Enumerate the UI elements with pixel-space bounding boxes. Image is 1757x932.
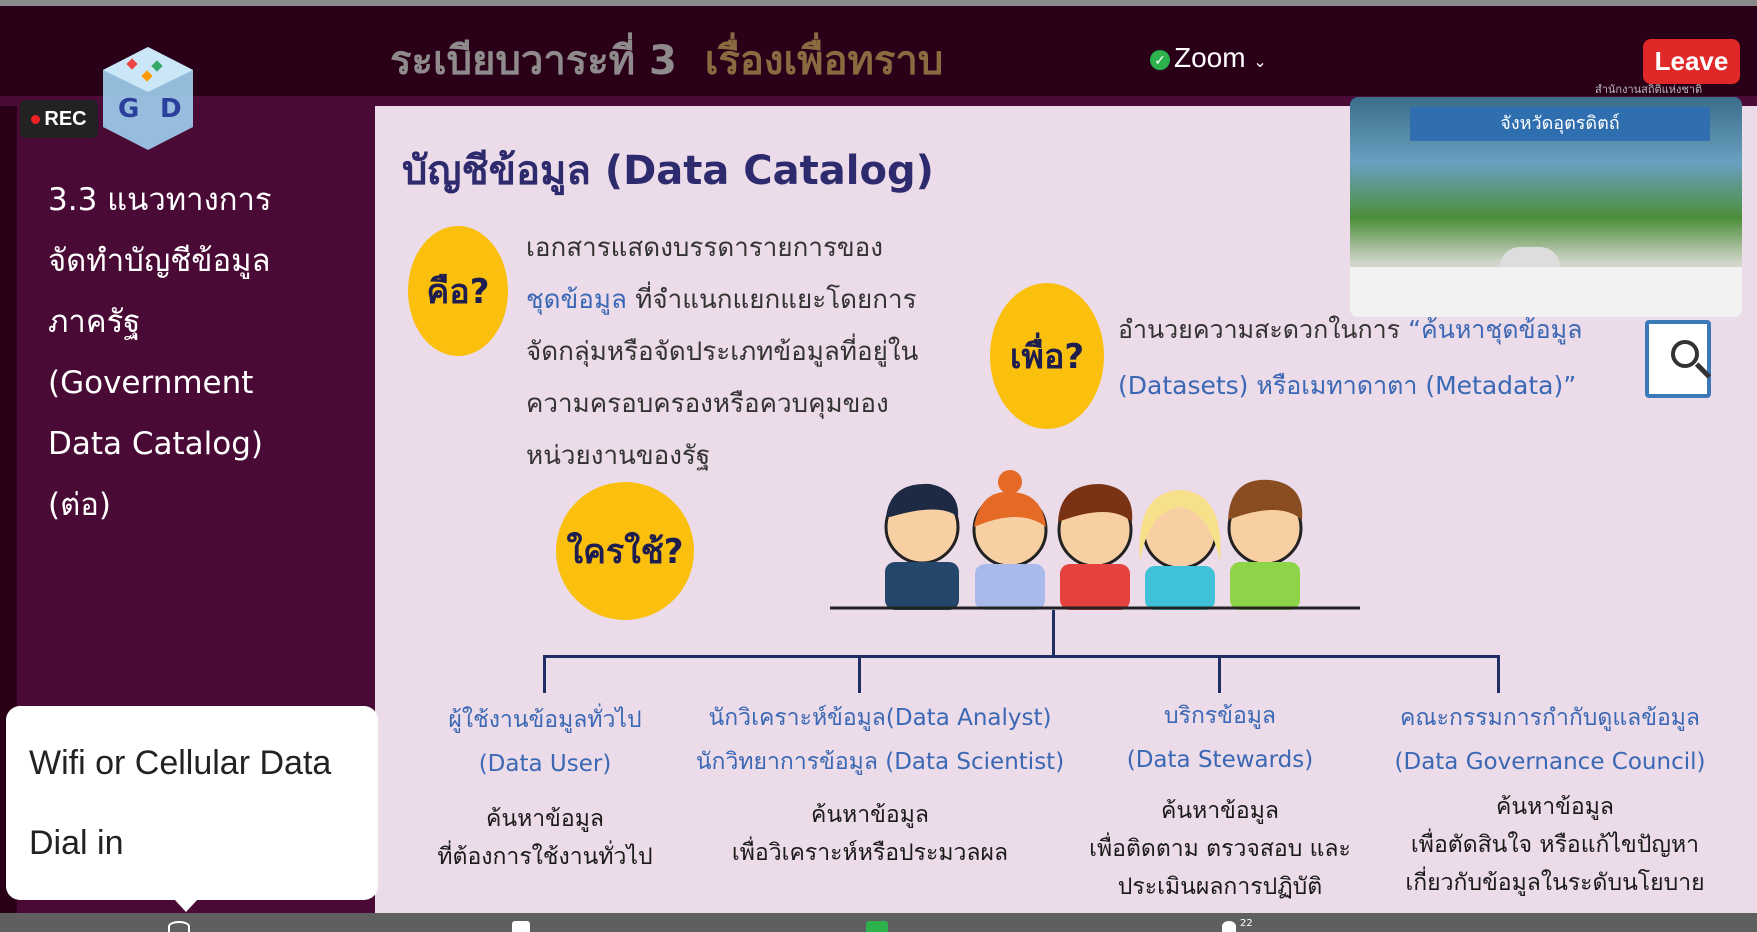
definition-line: ชุดข้อมูล ที่จำแนกแยกแยะโดยการ [526, 274, 918, 326]
definition-line: หน่วยงานของรัฐ [526, 441, 711, 471]
window-top-strip [0, 0, 1757, 6]
user-type-data-analyst: นักวิเคราะห์ข้อมูล(Data Analyst) นักวิทยา… [680, 696, 1080, 784]
user-type-desc: ค้นหาข้อมูลเพื่อตัดสินใจ หรือแก้ไขปัญหาเ… [1390, 788, 1720, 902]
desc-line: เพื่อติดตาม ตรวจสอบ และ [1089, 836, 1351, 862]
person-icon [884, 483, 960, 610]
desc-line: เพื่อตัดสินใจ หรือแก้ไขปัญหา [1410, 832, 1700, 858]
section-title: 3.3 แนวทางการ จัดทำบัญชีข้อมูล ภาครัฐ (G… [48, 170, 368, 536]
recording-indicator: REC [20, 100, 98, 138]
who-bubble: ใครใช้? [556, 482, 694, 620]
section-line: 3.3 แนวทางการ [48, 182, 272, 218]
menu-item-wifi-cellular[interactable]: Wifi or Cellular Data [29, 744, 332, 782]
user-type-name: คณะกรรมการกำกับดูแลข้อมูล [1399, 705, 1701, 731]
definition-line-text: ที่จำแนกแยกแยะโดยการ [635, 285, 917, 315]
desc-line: ประเมินผลการปฏิบัติ [1117, 874, 1323, 900]
menu-item-dial-in[interactable]: Dial in [29, 824, 124, 862]
person-icon [1057, 484, 1133, 610]
user-type-name: บริกรข้อมูล [1163, 703, 1277, 729]
user-type-desc: ค้นหาข้อมูลเพื่อวิเคราะห์หรือประมวลผล [700, 796, 1040, 872]
audio-connection-menu: Wifi or Cellular Data Dial in [6, 706, 378, 912]
popup-pointer [174, 899, 198, 912]
agenda-topic: เรื่องเพื่อทราบ [704, 38, 944, 84]
tree-connector [543, 655, 1500, 658]
user-type-name: นักวิเคราะห์ข้อมูล(Data Analyst) [708, 705, 1052, 731]
app-name: Zoom [1174, 42, 1246, 73]
tree-connector [1052, 610, 1055, 656]
tree-branch-arrow [1218, 655, 1221, 693]
tree-branch-arrow [1497, 655, 1500, 693]
user-type-data-user: ผู้ใช้งานข้อมูลทั่วไป (Data User) [400, 698, 690, 786]
tree-branch-arrow [543, 655, 546, 693]
audio-icon[interactable] [168, 921, 190, 932]
desc-line: ค้นหาข้อมูล [1161, 798, 1279, 824]
section-line: (ต่อ) [48, 487, 111, 523]
section-line: ภาครัฐ [48, 304, 141, 340]
definition-line: จัดกลุ่มหรือจัดประเภทข้อมูลที่อยู่ใน [526, 337, 919, 367]
purpose-bubble: เพื่อ? [990, 283, 1104, 429]
purpose-line: อำนวยความสะดวกในการ “ค้นหาชุดข้อมูล [1118, 302, 1582, 358]
person-icon [1139, 490, 1221, 610]
person-icon [972, 470, 1048, 610]
user-type-data-stewards: บริกรข้อมูล (Data Stewards) [1080, 694, 1360, 782]
definition-line: ความครอบครองหรือควบคุมของ [526, 389, 889, 419]
svg-text:D: D [160, 94, 182, 124]
share-screen-icon[interactable] [866, 921, 888, 932]
chevron-down-icon: ⌄ [1253, 54, 1267, 71]
user-type-name: ผู้ใช้งานข้อมูลทั่วไป [448, 707, 642, 733]
desc-line: เกี่ยวกับข้อมูลในระดับนโยบาย [1405, 870, 1705, 896]
agenda-item: ระเบียบวาระที่ 3 [390, 38, 677, 84]
purpose-text: อำนวยความสะดวกในการ “ค้นหาชุดข้อมูล (Dat… [1118, 302, 1582, 414]
section-line: Data Catalog) [48, 426, 264, 462]
dataset-highlight: ชุดข้อมูล [526, 285, 627, 315]
rec-label: REC [44, 108, 87, 130]
user-type-governance-council: คณะกรรมการกำกับดูแลข้อมูล (Data Governanc… [1370, 696, 1730, 784]
user-type-name-en: (Data Stewards) [1126, 747, 1314, 773]
purpose-highlight: (Datasets) หรือเมทาดาตา (Metadata)” [1118, 371, 1577, 400]
section-line: (Government [48, 365, 254, 401]
org-name: สำนักงานสถิติแห่งชาติ [1595, 83, 1703, 96]
desc-line: ค้นหาข้อมูล [811, 802, 929, 828]
slide-header-bar [0, 6, 1757, 99]
video-banner-text: จังหวัดอุตรดิตถ์ [1410, 107, 1710, 141]
section-line: จัดทำบัญชีข้อมูล [48, 243, 271, 279]
desc-line: เพื่อวิเคราะห์หรือประมวลผล [731, 840, 1009, 866]
tree-branch-arrow [858, 655, 861, 693]
user-type-desc: ค้นหาข้อมูลที่ต้องการใช้งานทั่วไป [400, 800, 690, 876]
definition-text: เอกสารแสดงบรรดารายการของ ชุดข้อมูล ที่จำ… [526, 222, 918, 482]
leave-button[interactable]: Leave [1643, 39, 1740, 84]
slide-header: ระเบียบวาระที่ 3 เรื่องเพื่อทราบ [390, 28, 943, 92]
participant-video-thumbnail[interactable]: จังหวัดอุตรดิตถ์ [1350, 97, 1742, 317]
what-bubble: คือ? [408, 226, 508, 356]
record-dot-icon [31, 115, 41, 125]
user-type-name-en: (Data User) [478, 751, 612, 777]
desc-line: ที่ต้องการใช้งานทั่วไป [437, 844, 653, 870]
desc-line: ค้นหาข้อมูล [1496, 794, 1614, 820]
people-illustration [830, 470, 1360, 610]
gd-catalog-logo: G D [103, 47, 193, 150]
slide-title: บัญชีข้อมูล (Data Catalog) [402, 148, 934, 194]
definition-line: เอกสารแสดงบรรดารายการของ [526, 233, 883, 263]
purpose-highlight: “ค้นหาชุดข้อมูล [1408, 315, 1583, 344]
user-type-desc: ค้นหาข้อมูลเพื่อติดตาม ตรวจสอบ และประเมิ… [1060, 792, 1380, 906]
user-type-name-en: นักวิทยาการข้อมูล (Data Scientist) [695, 749, 1065, 775]
desc-line: ค้นหาข้อมูล [486, 806, 604, 832]
person-icon [1227, 479, 1303, 610]
participants-icon[interactable] [1222, 921, 1236, 932]
video-off-icon[interactable] [512, 921, 530, 932]
slide-header-stripe [0, 96, 1757, 106]
search-document-icon [1645, 320, 1712, 398]
participants-count: 22 [1240, 918, 1253, 929]
purpose-line-text: อำนวยความสะดวกในการ [1118, 315, 1401, 344]
encryption-shield-icon: ✓ [1150, 49, 1170, 70]
svg-text:G: G [118, 94, 139, 124]
user-type-name-en: (Data Governance Council) [1394, 749, 1706, 775]
meeting-info-button[interactable]: ✓Zoom ⌄ [1150, 42, 1267, 74]
